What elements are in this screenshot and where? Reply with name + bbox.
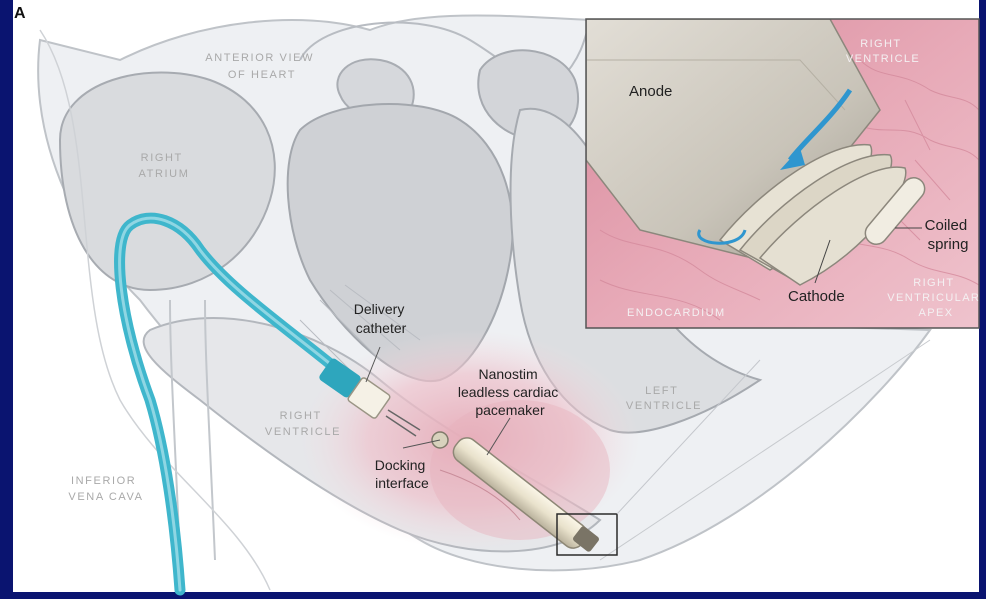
inset-caption-rv-apex-line3: APEX: [919, 307, 954, 319]
caption-right-atrium-line2: ATRIUM: [139, 168, 190, 180]
caption-anterior-view-line1: ANTERIOR VIEW: [205, 52, 314, 64]
panel-letter: A: [14, 5, 26, 22]
inset-caption-endocardium: ENDOCARDIUM: [627, 307, 726, 319]
label-cathode: Cathode: [788, 288, 845, 305]
label-delivery-catheter-line2: catheter: [356, 320, 407, 336]
inset-caption-right-ventricle-line2: VENTRICLE: [846, 53, 920, 65]
label-pacemaker-line1: Nanostim: [478, 366, 537, 382]
label-docking-interface-line2: interface: [375, 475, 429, 491]
caption-right-ventricle-line2: VENTRICLE: [265, 426, 341, 438]
caption-right-atrium-line1: RIGHT: [141, 152, 183, 164]
inset-caption-right-ventricle-line1: RIGHT: [860, 38, 901, 50]
label-pacemaker-line2: leadless cardiac: [458, 384, 558, 400]
label-docking-interface-line1: Docking: [375, 457, 426, 473]
caption-anterior-view-line2: OF HEART: [228, 69, 296, 81]
caption-ivc-line2: VENA CAVA: [68, 491, 143, 503]
caption-left-ventricle-line2: VENTRICLE: [626, 400, 702, 412]
caption-right-ventricle-line1: RIGHT: [280, 410, 322, 422]
label-coiled-spring-line2: spring: [928, 236, 969, 253]
caption-left-ventricle-line1: LEFT: [645, 385, 678, 397]
label-delivery-catheter-line1: Delivery: [354, 301, 405, 317]
caption-ivc-line1: INFERIOR: [71, 475, 136, 487]
label-anode: Anode: [629, 83, 672, 100]
label-pacemaker-line3: pacemaker: [475, 402, 545, 418]
inset-caption-rv-apex-line2: VENTRICULAR: [887, 292, 980, 304]
inset-caption-rv-apex-line1: RIGHT: [913, 277, 954, 289]
label-coiled-spring-line1: Coiled: [925, 217, 968, 234]
